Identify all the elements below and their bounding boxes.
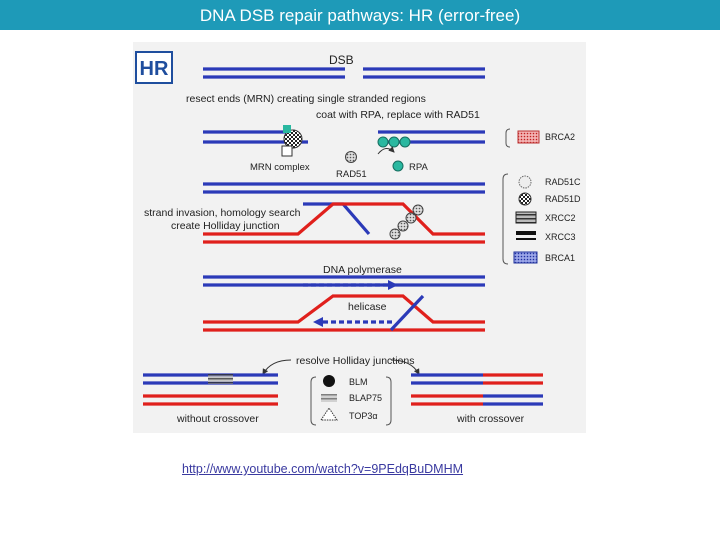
rad51-icon	[345, 151, 357, 163]
top3a-icon	[320, 407, 338, 421]
rad51-filament	[389, 204, 424, 240]
mediator-legend: BRCA2 RAD51C RAD51D XRCC2 XRCC3 BRCA1	[502, 128, 581, 265]
dsb-dna	[203, 67, 485, 79]
xrcc3-icon	[516, 231, 536, 240]
resolve-label: resolve Holliday junctions	[296, 355, 414, 367]
mrn-complex-icon	[281, 125, 303, 157]
coat-label: coat with RPA, replace with RAD51	[316, 109, 480, 121]
mrn-label: MRN complex	[250, 162, 310, 173]
resect-label: resect ends (MRN) creating single strand…	[186, 93, 426, 105]
brca2-icon	[517, 130, 540, 144]
blm-icon	[323, 375, 335, 387]
rpa-coated-strand	[377, 136, 411, 148]
legend-xrcc2: XRCC2	[545, 213, 576, 223]
resolvase-legend: BLM BLAP75 TOP3α	[310, 375, 392, 426]
holliday-label: create Holliday junction	[171, 220, 280, 232]
legend-brca2: BRCA2	[545, 132, 575, 142]
left-resolve-arrow	[262, 359, 292, 375]
dsb-label: DSB	[329, 53, 354, 67]
legend-blap75: BLAP75	[349, 393, 382, 403]
slide-title: DNA DSB repair pathways: HR (error-free)	[0, 0, 720, 30]
brca1-icon	[513, 251, 538, 264]
legend-xrcc3: XRCC3	[545, 232, 576, 242]
legend-rad51c: RAD51C	[545, 177, 581, 187]
hr-badge-label: HR	[140, 58, 169, 80]
right-resolve-arrow	[390, 359, 420, 375]
rad51-label: RAD51	[336, 169, 367, 180]
helicase-dna	[203, 294, 485, 332]
strand-invasion-label: strand invasion, homology search	[144, 207, 301, 219]
dna-polymerase-label: DNA polymerase	[323, 264, 402, 276]
rpa-label: RPA	[409, 162, 428, 173]
rpa-icon	[392, 160, 404, 172]
legend-brca1: BRCA1	[545, 253, 575, 263]
rad51d-icon	[518, 192, 532, 206]
invasion-dna	[203, 182, 485, 244]
legend-blm: BLM	[349, 377, 368, 387]
crossover-dna	[411, 373, 543, 406]
hr-pathway-figure: HR DSB resect ends (MRN) creating single…	[133, 42, 586, 433]
xrcc2-icon	[515, 211, 537, 224]
no-crossover-dna	[143, 373, 278, 406]
youtube-link[interactable]: http://www.youtube.com/watch?v=9PEdqBuDM…	[182, 462, 464, 476]
rad51c-icon	[518, 175, 532, 189]
blap75-icon	[321, 394, 337, 402]
exchange-arrow	[377, 146, 395, 155]
hr-badge: HR	[135, 51, 173, 84]
polymerase-dna	[203, 275, 485, 290]
resected-dna	[203, 130, 485, 144]
without-crossover-label: without crossover	[176, 413, 259, 425]
with-crossover-label: with crossover	[456, 413, 525, 425]
legend-rad51d: RAD51D	[545, 194, 581, 204]
helicase-label: helicase	[348, 301, 387, 313]
legend-top3a: TOP3α	[349, 411, 378, 421]
